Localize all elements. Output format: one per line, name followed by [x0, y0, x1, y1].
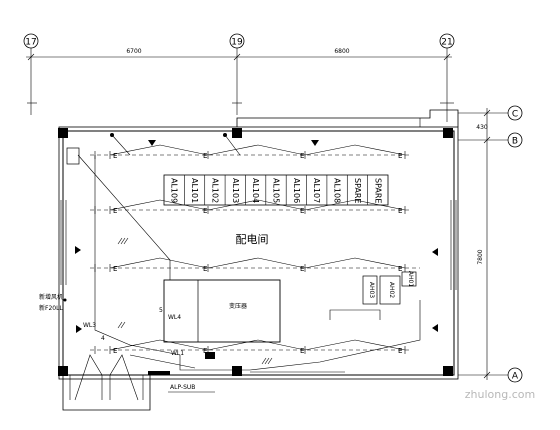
- dimension-c-b: 430: [476, 124, 488, 131]
- axis-label-17: 17: [25, 38, 36, 48]
- grid-axis-19: 19: [229, 33, 245, 49]
- panel-label: AL104: [251, 178, 260, 203]
- ahu-box-b: [379, 275, 401, 305]
- panel-label: SPARE: [353, 178, 362, 203]
- svg-text:E: E: [203, 152, 207, 160]
- ahu-label-b: AH02: [388, 282, 395, 298]
- distribution-panel-group: AL109 AL101 AL102 AL103 AL104 AL105 AL106 AL107…: [163, 174, 389, 206]
- emergency-light-markers: E E E E E E E E E E E E E E E E: [113, 152, 402, 355]
- grid-axis-B: B: [507, 132, 523, 148]
- label-num-4: 4: [101, 335, 105, 342]
- axis-lines: [26, 48, 508, 380]
- transformer: 变压器: [163, 279, 281, 343]
- panel-frame: [163, 174, 389, 206]
- circuit-label-wl1: WL1: [171, 350, 184, 357]
- svg-text:E: E: [398, 152, 402, 160]
- grid-axis-A: A: [507, 367, 523, 383]
- grid-axis-17: 17: [23, 33, 39, 49]
- svg-text:E: E: [300, 152, 304, 160]
- grid-axis-21: 21: [439, 33, 455, 49]
- dimension-19-21: 6800: [334, 48, 349, 55]
- svg-text:E: E: [113, 152, 117, 160]
- sub-panel: ALP-SUB: [148, 371, 215, 393]
- switch-box: [66, 147, 80, 165]
- circuit-label-wl4: WL4: [168, 314, 181, 321]
- axis-label-19: 19: [231, 38, 243, 48]
- svg-text:E: E: [203, 347, 207, 355]
- svg-text:E: E: [113, 265, 117, 273]
- svg-text:E: E: [300, 347, 304, 355]
- axis-label-C: C: [512, 110, 518, 120]
- sub-panel-label: ALP-SUB: [170, 384, 195, 391]
- panel-label: AL103: [231, 178, 240, 203]
- walls: [58, 109, 459, 411]
- svg-text:E: E: [203, 207, 207, 215]
- note-new-fan: 新增风机: [39, 293, 63, 301]
- panel-label: AL105: [272, 178, 281, 203]
- panel-label: AL106: [292, 178, 301, 203]
- ahu-label-a: AH03: [368, 282, 375, 298]
- panel-label: AL109: [170, 178, 179, 203]
- ahu-label-c: AH01: [407, 271, 414, 287]
- axis-label-B: B: [512, 137, 518, 147]
- ahu-group: AH03 AH02 AH01: [362, 271, 417, 305]
- panel-label: SPARE: [373, 178, 382, 203]
- panel-label: AL108: [333, 178, 342, 203]
- axis-label-21: 21: [441, 38, 452, 48]
- transformer-label: 变压器: [229, 302, 247, 310]
- circuit-label-wl3: WL3: [83, 322, 96, 329]
- grid-axis-C: C: [507, 105, 523, 121]
- panel-label: AL102: [210, 178, 219, 203]
- lighting-rows: [77, 134, 421, 373]
- label-num-5: 5: [159, 307, 163, 314]
- watermark: zhulong.com: [465, 388, 535, 401]
- ahu-box-c: [401, 271, 417, 287]
- structural-columns: [58, 128, 453, 376]
- dimension-b-a: 7800: [477, 249, 484, 264]
- panel-label: AL107: [312, 178, 321, 203]
- wire-hatch-marks: [117, 237, 273, 365]
- svg-text:E: E: [300, 265, 304, 273]
- svg-text:E: E: [398, 207, 402, 215]
- axis-label-A: A: [512, 372, 519, 382]
- svg-text:E: E: [300, 207, 304, 215]
- dimension-17-19: 6700: [126, 48, 141, 55]
- svg-text:E: E: [203, 265, 207, 273]
- note-new-fan-code: 新F20LL: [39, 304, 63, 312]
- svg-text:E: E: [398, 265, 402, 273]
- svg-text:E: E: [113, 347, 117, 355]
- room-name: 配电间: [236, 233, 269, 246]
- svg-text:E: E: [398, 347, 402, 355]
- ahu-box-a: [362, 275, 378, 305]
- fixture-symbols: [63, 133, 438, 359]
- svg-text:E: E: [113, 207, 117, 215]
- panel-label: AL101: [190, 178, 199, 203]
